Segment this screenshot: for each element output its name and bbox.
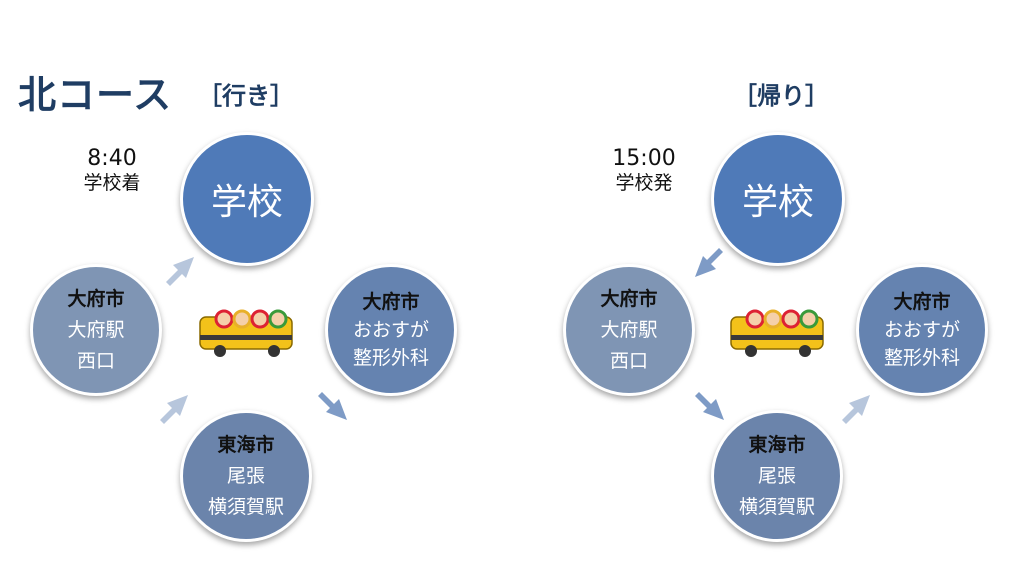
stop-detail: 横須賀駅 bbox=[738, 495, 815, 518]
stop-city: 東海市 bbox=[217, 433, 275, 456]
stop-detail: 西口 bbox=[76, 349, 115, 372]
stop-detail: 西口 bbox=[609, 349, 648, 372]
arrival-label: 学校着 bbox=[83, 172, 141, 194]
stop-city: 東海市 bbox=[748, 433, 806, 456]
stop-city: 大府市 bbox=[600, 287, 658, 310]
school-label: 学校 bbox=[741, 182, 814, 223]
school-node-return: 学校 bbox=[711, 132, 845, 266]
arrival-note: 8:40 学校着 bbox=[62, 146, 162, 196]
departure-label: 学校発 bbox=[615, 172, 673, 194]
school-bus-icon bbox=[199, 309, 293, 357]
stop-owari-yokosuka-return: 東海市 尾張 横須賀駅 bbox=[711, 410, 843, 542]
departure-note: 15:00 学校発 bbox=[592, 146, 696, 196]
stop-city: 大府市 bbox=[67, 287, 125, 310]
stop-city: 大府市 bbox=[893, 291, 951, 313]
stop-ofu-station-outbound: 大府市 大府駅 西口 bbox=[30, 264, 162, 396]
stop-detail: 整形外科 bbox=[883, 347, 960, 369]
arrow-icon bbox=[166, 257, 194, 286]
stop-name: おおすが bbox=[352, 319, 429, 341]
arrow-icon bbox=[160, 395, 188, 424]
departure-time: 15:00 bbox=[612, 146, 676, 171]
stop-detail: 整形外科 bbox=[352, 347, 429, 369]
stop-name: おおすが bbox=[883, 319, 960, 341]
stop-city: 大府市 bbox=[362, 291, 420, 313]
arrow-icon bbox=[695, 248, 723, 277]
stop-detail: 横須賀駅 bbox=[207, 495, 284, 518]
stop-osuga-clinic-outbound: 大府市 おおすが 整形外科 bbox=[325, 264, 457, 396]
outbound-label: ［行き］ bbox=[198, 82, 294, 110]
school-bus-icon bbox=[730, 309, 824, 357]
stop-osuga-clinic-return: 大府市 おおすが 整形外科 bbox=[856, 264, 988, 396]
school-label: 学校 bbox=[210, 182, 283, 223]
stop-name: 大府駅 bbox=[600, 318, 658, 341]
arrow-icon bbox=[318, 392, 347, 420]
stop-ofu-station-return: 大府市 大府駅 西口 bbox=[563, 264, 695, 396]
arrow-icon bbox=[695, 392, 724, 420]
stop-name: 大府駅 bbox=[67, 318, 125, 341]
arrival-time: 8:40 bbox=[87, 146, 137, 171]
return-label: ［帰り］ bbox=[733, 82, 829, 110]
stop-name: 尾張 bbox=[226, 464, 265, 487]
course-title: 北コース bbox=[18, 73, 173, 117]
stop-name: 尾張 bbox=[757, 464, 796, 487]
stop-owari-yokosuka-outbound: 東海市 尾張 横須賀駅 bbox=[180, 410, 312, 542]
arrow-icon bbox=[842, 395, 870, 424]
school-node-outbound: 学校 bbox=[180, 132, 314, 266]
